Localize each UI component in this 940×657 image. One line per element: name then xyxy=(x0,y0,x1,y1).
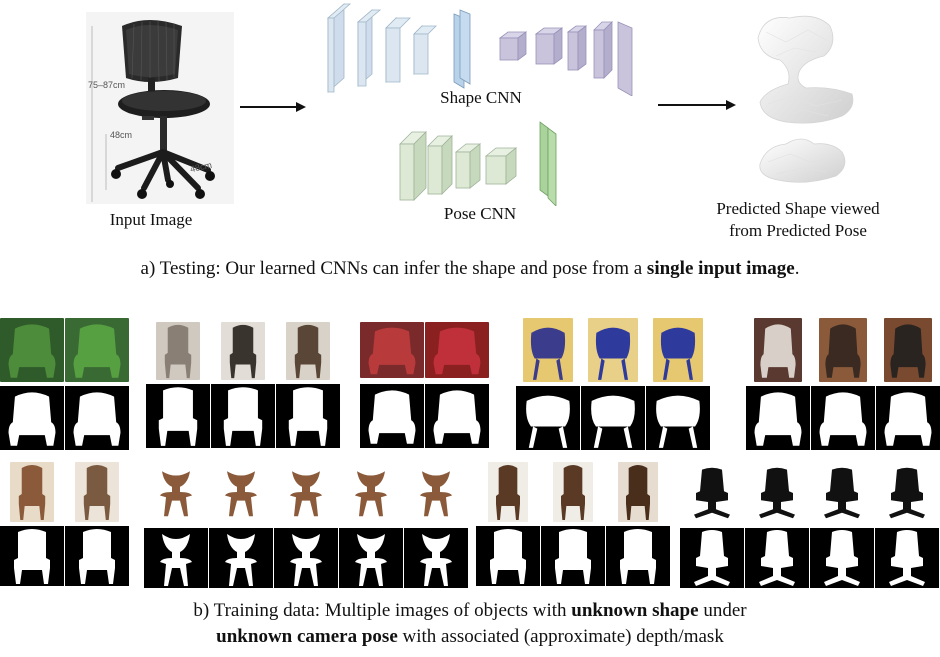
shape-cnn-label: Shape CNN xyxy=(440,88,522,107)
training-mask xyxy=(146,384,210,448)
training-photo xyxy=(425,322,489,378)
training-photo xyxy=(221,322,265,380)
shape-cnn-encoder xyxy=(326,3,437,93)
training-mask xyxy=(541,526,605,586)
training-photo xyxy=(682,466,742,520)
training-photo xyxy=(156,322,200,380)
arrow-cnn-to-output xyxy=(658,100,736,110)
pose-cnn-label: Pose CNN xyxy=(443,204,517,223)
training-photo xyxy=(754,318,802,382)
training-photo xyxy=(812,466,872,520)
training-caption-line2: unknown camera pose with associated (app… xyxy=(0,624,940,650)
training-mask xyxy=(476,526,540,586)
dimension-height: 75–87cm xyxy=(88,80,126,90)
training-photo xyxy=(65,318,129,382)
training-photo xyxy=(747,466,807,520)
training-photo xyxy=(618,462,658,522)
training-photo xyxy=(884,318,932,382)
training-mask xyxy=(274,528,338,588)
arrow-input-to-cnn xyxy=(240,102,306,112)
training-photo xyxy=(360,322,424,378)
input-image-label: Input Image xyxy=(109,210,193,229)
training-mask xyxy=(680,528,744,588)
testing-caption-bold: single input image xyxy=(646,258,795,279)
training-caption-line1: b) Training data: Multiple images of obj… xyxy=(0,598,940,624)
training-mask xyxy=(211,384,275,448)
training-caption-line2-bold: unknown camera pose xyxy=(216,626,398,647)
shape-cnn-decoder xyxy=(498,21,633,96)
pose-cnn-encoder xyxy=(399,131,518,201)
shape-cnn-fc xyxy=(453,9,471,89)
testing-caption: a) Testing: Our learned CNNs can infer t… xyxy=(0,256,940,282)
shape-cnn-diagram xyxy=(326,3,633,96)
training-mask xyxy=(339,528,403,588)
training-photo xyxy=(877,466,937,520)
training-mask xyxy=(425,384,489,448)
training-photo xyxy=(819,318,867,382)
training-mask xyxy=(404,528,468,588)
training-mask xyxy=(65,526,129,586)
training-photo xyxy=(211,466,271,518)
training-mask xyxy=(516,386,580,450)
training-caption-line1-text: b) Training data: Multiple images of obj… xyxy=(193,600,572,621)
predicted-shape-render xyxy=(757,15,854,183)
training-mask xyxy=(811,386,875,450)
training-photo xyxy=(406,466,466,518)
training-mask xyxy=(745,528,809,588)
training-mask xyxy=(646,386,710,450)
training-photo xyxy=(588,318,638,382)
training-mask xyxy=(810,528,874,588)
pose-cnn-fc xyxy=(539,121,557,206)
training-mask xyxy=(65,386,129,450)
training-mask xyxy=(875,528,939,588)
training-photo xyxy=(146,466,206,518)
testing-caption-end: . xyxy=(794,258,800,279)
training-mask xyxy=(209,528,273,588)
training-photo xyxy=(488,462,528,522)
training-photo xyxy=(341,466,401,518)
training-photo xyxy=(653,318,703,382)
training-caption-line1-end: under xyxy=(698,600,747,621)
dimension-seat: 48cm xyxy=(110,130,133,140)
training-photo xyxy=(276,466,336,518)
training-mask xyxy=(0,386,64,450)
predicted-shape-label-line2: from Predicted Pose xyxy=(729,221,867,240)
training-mask xyxy=(746,386,810,450)
training-mask xyxy=(144,528,208,588)
training-mask xyxy=(876,386,940,450)
office-chair-illustration xyxy=(91,20,215,202)
training-photo xyxy=(553,462,593,522)
training-photo xyxy=(10,462,54,522)
training-caption-line1-bold: unknown shape xyxy=(571,600,699,621)
training-photo xyxy=(286,322,330,380)
predicted-shape-label-line1: Predicted Shape viewed xyxy=(716,199,880,218)
pose-cnn-diagram xyxy=(399,121,557,206)
training-caption-line2-text: with associated (approximate) depth/mask xyxy=(397,626,724,647)
training-photo xyxy=(75,462,119,522)
training-photo xyxy=(0,318,64,382)
training-mask xyxy=(276,384,340,448)
training-mask xyxy=(606,526,670,586)
training-mask xyxy=(360,384,424,448)
input-image: 75–87cm 48cm 48cm xyxy=(86,12,234,204)
training-mask xyxy=(0,526,64,586)
testing-caption-text: a) Testing: Our learned CNNs can infer t… xyxy=(140,258,647,279)
training-mask xyxy=(581,386,645,450)
training-photo xyxy=(523,318,573,382)
